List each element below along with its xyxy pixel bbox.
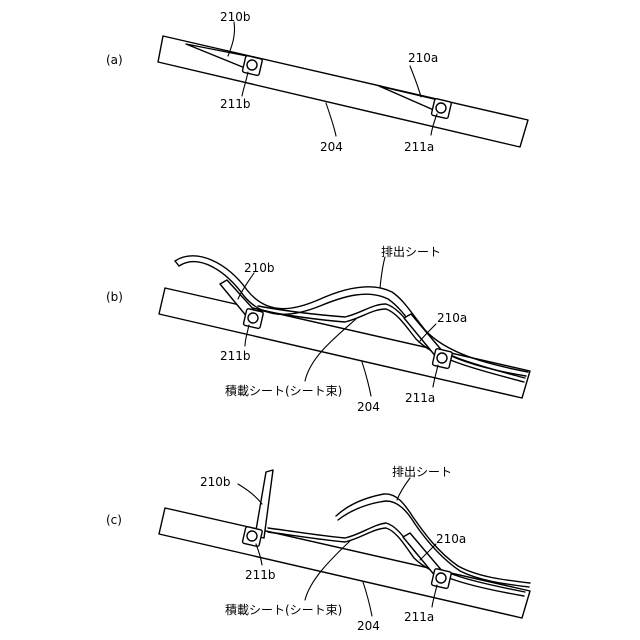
label-210b: 210b xyxy=(200,475,231,489)
label-211a: 211a xyxy=(404,140,434,154)
roller-211a xyxy=(432,348,452,368)
leader-211b xyxy=(256,544,262,565)
leader-211a xyxy=(432,585,437,607)
label-discharged-sheet: 排出シート xyxy=(381,245,441,259)
label-discharged-sheet: 排出シート xyxy=(392,465,452,479)
roller-211b xyxy=(242,526,262,546)
label-210a: 210a xyxy=(436,532,466,546)
leader-211a xyxy=(433,365,438,387)
leader-204 xyxy=(326,103,336,136)
leader-stacked-sheet xyxy=(305,541,350,600)
label-211a: 211a xyxy=(405,391,435,405)
leader-discharged-sheet xyxy=(380,257,385,288)
label-211b: 211b xyxy=(245,568,276,582)
label-204: 204 xyxy=(357,619,380,633)
label-210a: 210a xyxy=(437,311,467,325)
leader-210b xyxy=(238,484,262,504)
label-210b: 210b xyxy=(220,10,251,24)
label-204: 204 xyxy=(320,140,343,154)
panel-b: (b) xyxy=(106,245,530,414)
panel-a: (a) 210b 211b 210a 211a 204 xyxy=(106,10,528,154)
leader-210a xyxy=(410,66,421,97)
leader-211b xyxy=(245,325,249,346)
leader-204 xyxy=(363,582,372,616)
label-stacked-sheet: 積載シート(シート束) xyxy=(225,383,342,398)
label-210a: 210a xyxy=(408,51,438,65)
label-211a: 211a xyxy=(404,610,434,624)
panel-b-label: (b) xyxy=(106,290,123,304)
roller-211b xyxy=(243,308,263,328)
label-204: 204 xyxy=(357,400,380,414)
stacked-sheet-bundle xyxy=(258,304,525,382)
tray-204 xyxy=(159,288,530,398)
panel-c: (c) xyxy=(106,465,530,633)
leader-211b xyxy=(242,72,248,96)
panel-c-label: (c) xyxy=(106,513,122,527)
label-211b: 211b xyxy=(220,97,251,111)
leader-204 xyxy=(362,362,371,396)
roller-211a xyxy=(431,98,451,118)
tray-204 xyxy=(158,36,528,147)
lever-210a xyxy=(379,86,438,111)
roller-211b xyxy=(242,55,262,75)
panel-a-label: (a) xyxy=(106,53,123,67)
label-stacked-sheet: 積載シート(シート束) xyxy=(225,602,342,617)
tray-204 xyxy=(159,508,530,618)
roller-211a xyxy=(431,568,451,588)
leader-discharged-sheet xyxy=(397,478,410,500)
label-210b: 210b xyxy=(244,261,275,275)
stacked-sheet-bundle xyxy=(268,523,525,596)
label-211b: 211b xyxy=(220,349,251,363)
leader-211a xyxy=(431,114,437,135)
